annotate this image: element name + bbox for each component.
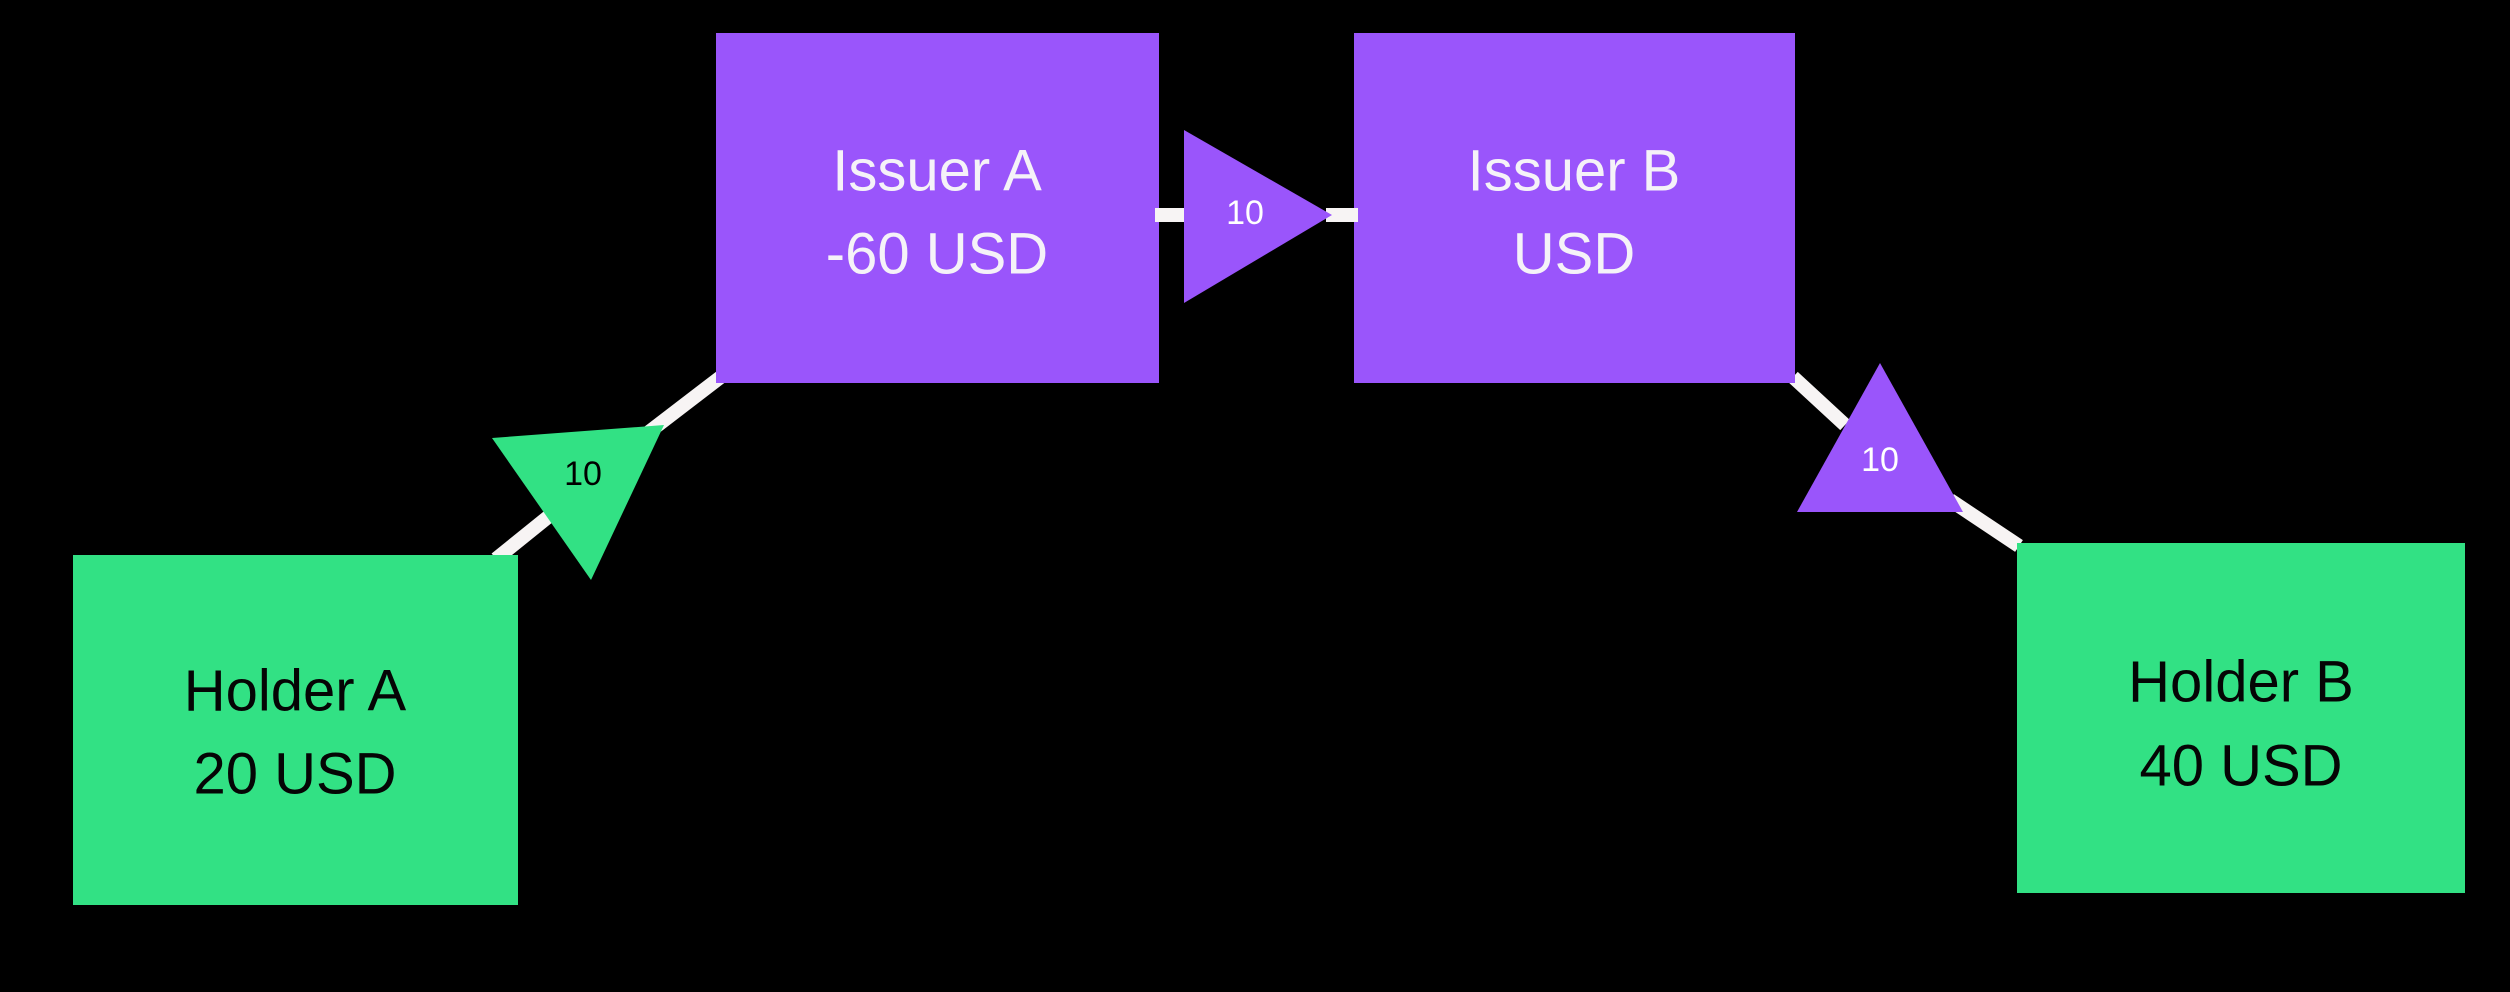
node-issuer-a[interactable]: Issuer A -60 USD xyxy=(716,33,1159,383)
edge-line-segment-lower xyxy=(1946,494,2023,552)
edge-line-segment-upper xyxy=(1788,371,1850,431)
edge-label: 10 xyxy=(1861,441,1899,479)
node-box xyxy=(716,33,1159,383)
node-box xyxy=(1354,33,1795,383)
node-label-line1: Holder A xyxy=(184,658,407,723)
edge-arrow-head xyxy=(1797,363,1963,512)
edge-holder-a-to-issuer-a[interactable]: 10 xyxy=(491,370,727,580)
node-box xyxy=(73,555,518,905)
node-label-line2: USD xyxy=(1513,221,1635,286)
node-label-line2: 20 USD xyxy=(193,741,396,806)
node-label-line1: Holder B xyxy=(2128,649,2354,714)
edge-label: 10 xyxy=(564,455,602,493)
node-holder-b[interactable]: Holder B 40 USD xyxy=(2017,543,2465,893)
node-label-line2: -60 USD xyxy=(826,221,1048,286)
node-holder-a[interactable]: Holder A 20 USD xyxy=(73,555,518,905)
edge-arrow-head xyxy=(492,425,664,580)
edge-issuer-a-to-issuer-b[interactable]: 10 xyxy=(1155,130,1358,303)
node-label-line1: Issuer A xyxy=(832,138,1042,203)
node-issuer-b[interactable]: Issuer B USD xyxy=(1354,33,1795,383)
node-box xyxy=(2017,543,2465,893)
edge-arrow-head xyxy=(1184,130,1332,303)
edge-label: 10 xyxy=(1226,194,1264,232)
edge-issuer-b-to-holder-b[interactable]: 10 xyxy=(1788,363,2023,552)
node-label-line2: 40 USD xyxy=(2139,733,2342,798)
node-label-line1: Issuer B xyxy=(1468,138,1681,203)
